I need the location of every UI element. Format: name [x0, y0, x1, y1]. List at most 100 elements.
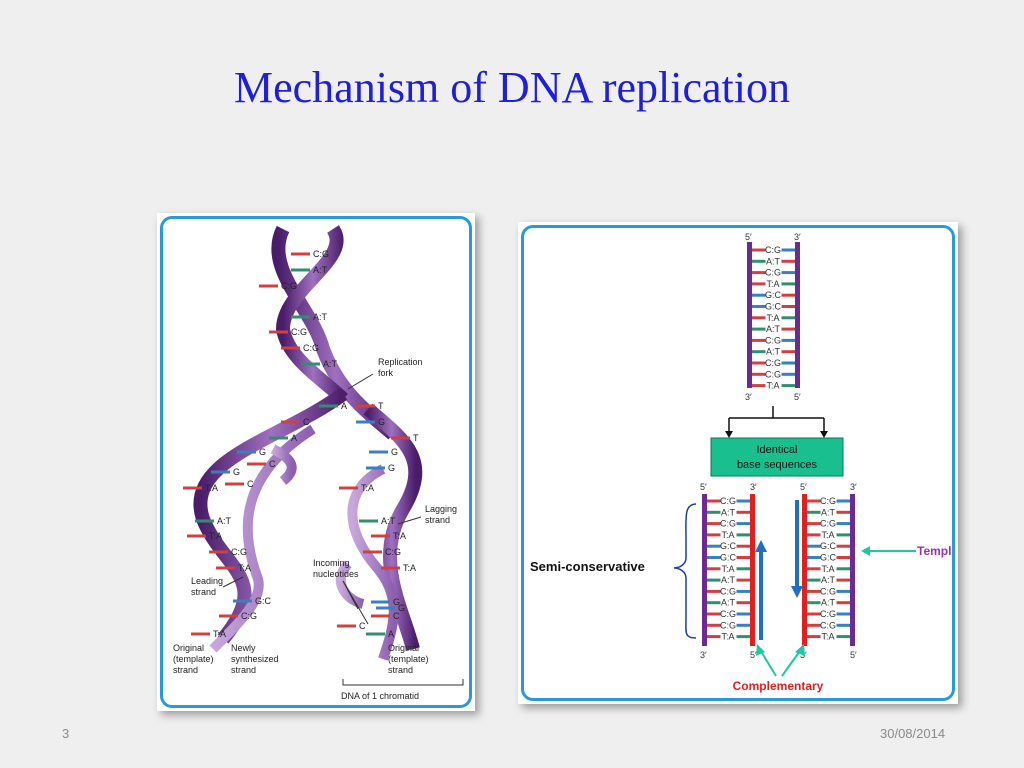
br-pair-label: C:G — [820, 620, 836, 630]
top-5prime-label: 5′ — [745, 232, 752, 242]
br-pair-label: T:A — [821, 564, 834, 574]
top-pair-label: C:G — [765, 335, 781, 345]
helix-pair-label: C:G — [281, 281, 297, 291]
top-pair-label: A:T — [766, 256, 781, 266]
right-daughter-pair-label: T:A — [361, 483, 374, 493]
label-original-left-2: (template) — [173, 654, 214, 664]
incoming-pointer-2 — [342, 580, 369, 625]
page-number: 3 — [62, 726, 70, 741]
top-right-strand — [795, 242, 800, 388]
split-connector — [728, 406, 825, 433]
br-pair-label: C:G — [820, 609, 836, 619]
left-daughter-strand-b — [209, 424, 316, 653]
right-daughter-pair-label: T:A — [403, 563, 416, 573]
svg-text:3′: 3′ — [750, 482, 757, 492]
chromatid-bracket — [342, 679, 464, 686]
helix-pair-label: A:T — [323, 359, 338, 369]
top-pair-label: T:A — [766, 381, 779, 391]
label-original-left-3: strand — [173, 665, 198, 675]
br-pair-label: A:T — [821, 507, 836, 517]
bl-pair-label: C:G — [720, 586, 736, 596]
top-pair-label: G:C — [765, 290, 782, 300]
label-new-2: synthesized — [231, 654, 279, 664]
br-pair-label: G:C — [820, 541, 837, 551]
bl-pair-label: T:A — [721, 632, 734, 642]
right-daughter-pair-label: A:T — [381, 516, 396, 526]
br-template-strand — [850, 494, 855, 646]
bl-new-strand — [750, 494, 755, 646]
br-pair-label: G:C — [820, 553, 837, 563]
fork-left-base-label: C — [247, 479, 254, 489]
label-incoming-2: nucleotides — [313, 569, 359, 579]
top-3prime-label: 3′ — [794, 232, 801, 242]
br-pair-label: T:A — [821, 632, 834, 642]
bl-pair-label: G:C — [720, 541, 737, 551]
right-daughter-pair-label: T:A — [393, 531, 406, 541]
label-replication-fork-1: Replication — [378, 357, 423, 367]
helix-pair-label: A:T — [313, 312, 328, 322]
bl-pair-label: C:G — [720, 620, 736, 630]
top-pair-label: C:G — [765, 268, 781, 278]
helix-pair-label: C:G — [291, 327, 307, 337]
left-daughter-pair-label: T:A — [213, 629, 226, 639]
incoming-base-label: C — [393, 611, 400, 621]
br-pair-label: A:T — [821, 575, 836, 585]
top-pair-label: G:C — [765, 302, 782, 312]
svg-text:3′: 3′ — [850, 482, 857, 492]
br-synthesis-arrow-head — [791, 586, 803, 598]
incoming-base-label: G — [398, 603, 405, 613]
helix-pair-label: C:G — [303, 343, 319, 353]
label-original-left-1: Original — [173, 643, 204, 653]
fork-right-base-label: G — [391, 447, 398, 457]
slide-title: Mechanism of DNA replication — [234, 63, 790, 112]
identical-box — [710, 437, 844, 477]
bl-pair-label: A:T — [721, 507, 736, 517]
lagging-strand-pointer — [397, 516, 422, 525]
semi-conservative-brace — [673, 503, 697, 639]
dna-replication-fork-diagram: C:GA:TC:GA:TC:GC:GA:TACAGCGCTGTGGT:AA:TT… — [173, 225, 464, 701]
split-arrow-right — [820, 431, 828, 438]
fork-left-base-label: C — [269, 459, 276, 469]
top-pair-label: T:A — [766, 279, 779, 289]
top-pair-label: C:G — [765, 358, 781, 368]
left-daughter-pair-label: A:T — [217, 516, 232, 526]
label-replication-fork-2: fork — [378, 368, 394, 378]
incoming-base-label: A — [388, 629, 394, 639]
bl-template-strand — [702, 494, 707, 646]
split-arrow-left — [725, 431, 733, 438]
top-pair-label: A:T — [766, 324, 781, 334]
leading-strand-pointer — [222, 576, 244, 588]
label-chromatid: DNA of 1 chromatid — [341, 691, 419, 701]
left-daughter-pair-label: C:G — [231, 547, 247, 557]
label-original-right-2: (template) — [388, 654, 429, 664]
bl-pair-label: C:G — [720, 496, 736, 506]
right-daughter-strand-b — [347, 464, 399, 661]
top-pair-label: T:A — [766, 313, 779, 323]
bl-synthesis-arrow-shaft — [759, 550, 763, 640]
left-daughter-pair-label: G:C — [255, 596, 272, 606]
left-new-fragment — [270, 444, 297, 485]
br-new-strand — [802, 494, 807, 646]
top-pair-label: C:G — [765, 369, 781, 379]
br-pair-label: C:G — [820, 586, 836, 596]
br-synthesis-arrow-shaft — [795, 500, 799, 588]
label-original-right-3: strand — [388, 665, 413, 675]
label-leading-1: Leading — [191, 576, 223, 586]
top-pair-label: C:G — [765, 245, 781, 255]
bl-pair-label: T:A — [721, 530, 734, 540]
svg-text:5′: 5′ — [700, 482, 707, 492]
label-lagging-strand-2: strand — [425, 515, 450, 525]
fork-left-base-label: A — [291, 433, 297, 443]
fork-left-base-label: C — [303, 417, 310, 427]
bl-pair-label: C:G — [720, 609, 736, 619]
br-pair-label: T:A — [821, 530, 834, 540]
svg-text:3′: 3′ — [700, 650, 707, 660]
fork-right-base-label: G — [378, 417, 385, 427]
semi-conservative-diagram: 5′ 3′ C:GA:TC:GT:AG:CG:CT:AA:TC:GA:TC:GC… — [530, 232, 969, 693]
fork-left-base-label: G — [233, 467, 240, 477]
left-daughter-strand-a — [193, 388, 348, 644]
